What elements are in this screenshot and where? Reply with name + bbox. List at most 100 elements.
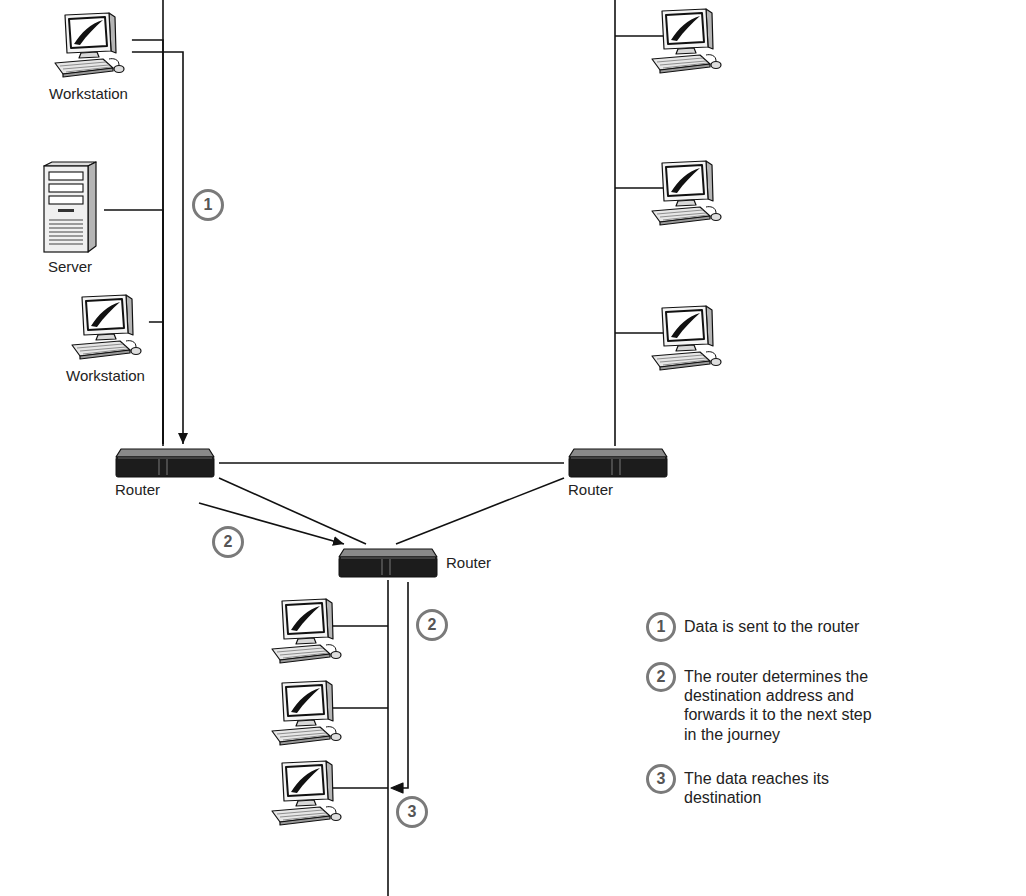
mouse xyxy=(331,814,341,821)
monitor-stand xyxy=(296,638,316,644)
bus-drop xyxy=(615,332,664,334)
router-front xyxy=(569,457,667,477)
device-label: Workstation xyxy=(66,367,145,385)
monitor-screen xyxy=(666,13,704,44)
data-flow-arrow xyxy=(400,582,408,788)
server-grill xyxy=(49,220,83,244)
workstation-icon xyxy=(652,9,721,73)
callout-circle: 2 xyxy=(416,609,448,641)
device-label: Router xyxy=(446,554,491,572)
network-link xyxy=(396,478,564,544)
server-icon xyxy=(40,160,100,255)
mouse xyxy=(131,348,141,355)
workstation-icon xyxy=(652,161,721,225)
callout-number: 2 xyxy=(428,617,437,633)
monitor-screen xyxy=(286,685,324,716)
router-highlight xyxy=(118,458,212,475)
network-link xyxy=(219,462,564,464)
monitor-body xyxy=(282,599,328,639)
keyboard-keys xyxy=(60,62,111,72)
router-front xyxy=(116,457,214,477)
screen-swoosh xyxy=(671,16,700,41)
monitor-stand xyxy=(676,345,696,351)
legend-text: Data is sent to the router xyxy=(684,617,880,636)
bus-drop xyxy=(326,625,388,627)
keyboard-keys xyxy=(657,355,708,365)
legend-callout: 1 xyxy=(646,612,676,642)
monitor-screen xyxy=(666,310,704,341)
bus-drop xyxy=(615,187,664,189)
device-label: Router xyxy=(568,481,613,499)
legend-text: The data reaches its destination xyxy=(684,769,880,807)
callout-circle: 3 xyxy=(396,796,428,828)
monitor-body xyxy=(282,681,328,721)
device-label: Workstation xyxy=(49,85,128,103)
server-node: Server xyxy=(36,156,104,280)
server-front xyxy=(44,166,88,252)
screen-swoosh xyxy=(291,606,320,631)
router-top xyxy=(339,549,437,557)
router-highlight xyxy=(571,458,665,475)
workstation-icon xyxy=(51,12,126,82)
router-node: Router xyxy=(111,444,219,503)
legend-callout: 3 xyxy=(646,764,676,794)
screen-swoosh xyxy=(671,313,700,338)
router-icon xyxy=(568,448,668,478)
screen-swoosh xyxy=(291,768,320,793)
legend-callout: 2 xyxy=(646,662,676,692)
mouse xyxy=(711,214,721,221)
workstation-node: Workstation xyxy=(45,8,132,107)
workstation-node: Workstation xyxy=(62,290,149,389)
network-bus xyxy=(614,0,616,446)
callout-number: 2 xyxy=(657,669,666,685)
server-side xyxy=(88,162,96,252)
mouse xyxy=(331,734,341,741)
callout-number: 3 xyxy=(408,804,417,820)
network-link xyxy=(149,322,163,444)
callout-circle: 1 xyxy=(192,189,224,221)
screen-swoosh xyxy=(291,688,320,713)
keyboard-keys xyxy=(657,210,708,220)
mouse xyxy=(331,652,341,659)
bus-drop xyxy=(326,707,388,709)
drive-bay xyxy=(49,184,83,192)
drive-bay xyxy=(49,172,83,180)
keyboard-keys xyxy=(657,58,708,68)
router-highlight xyxy=(341,558,435,575)
workstation-icon xyxy=(272,599,341,663)
arrow-head xyxy=(391,783,403,793)
router-top xyxy=(116,449,214,457)
drive-slot xyxy=(58,209,74,212)
monitor-screen xyxy=(69,17,107,48)
network-bus xyxy=(387,580,389,896)
keyboard-keys xyxy=(277,730,328,740)
workstation-icon xyxy=(68,294,143,364)
mouse-cord xyxy=(126,341,136,347)
monitor-body xyxy=(662,306,708,346)
data-flow-arrow xyxy=(132,52,183,444)
mouse-cord xyxy=(706,55,716,61)
device-label: Router xyxy=(115,481,160,499)
router-node: Router xyxy=(334,544,495,582)
mouse-cord xyxy=(326,807,336,813)
router-top xyxy=(569,449,667,457)
screen-swoosh xyxy=(74,20,103,45)
monitor-stand xyxy=(676,48,696,54)
router-icon xyxy=(115,448,215,478)
mouse-cord xyxy=(326,645,336,651)
monitor-body xyxy=(662,161,708,201)
bus-drop xyxy=(615,35,664,37)
callout-number: 3 xyxy=(657,771,666,787)
mouse xyxy=(711,359,721,366)
keyboard-keys xyxy=(77,344,128,354)
callout-number: 1 xyxy=(657,619,666,635)
monitor-screen xyxy=(286,603,324,634)
screen-swoosh xyxy=(91,302,120,327)
mouse-cord xyxy=(326,727,336,733)
keyboard-keys xyxy=(277,810,328,820)
workstation-icon xyxy=(272,761,341,825)
monitor-body xyxy=(282,761,328,801)
